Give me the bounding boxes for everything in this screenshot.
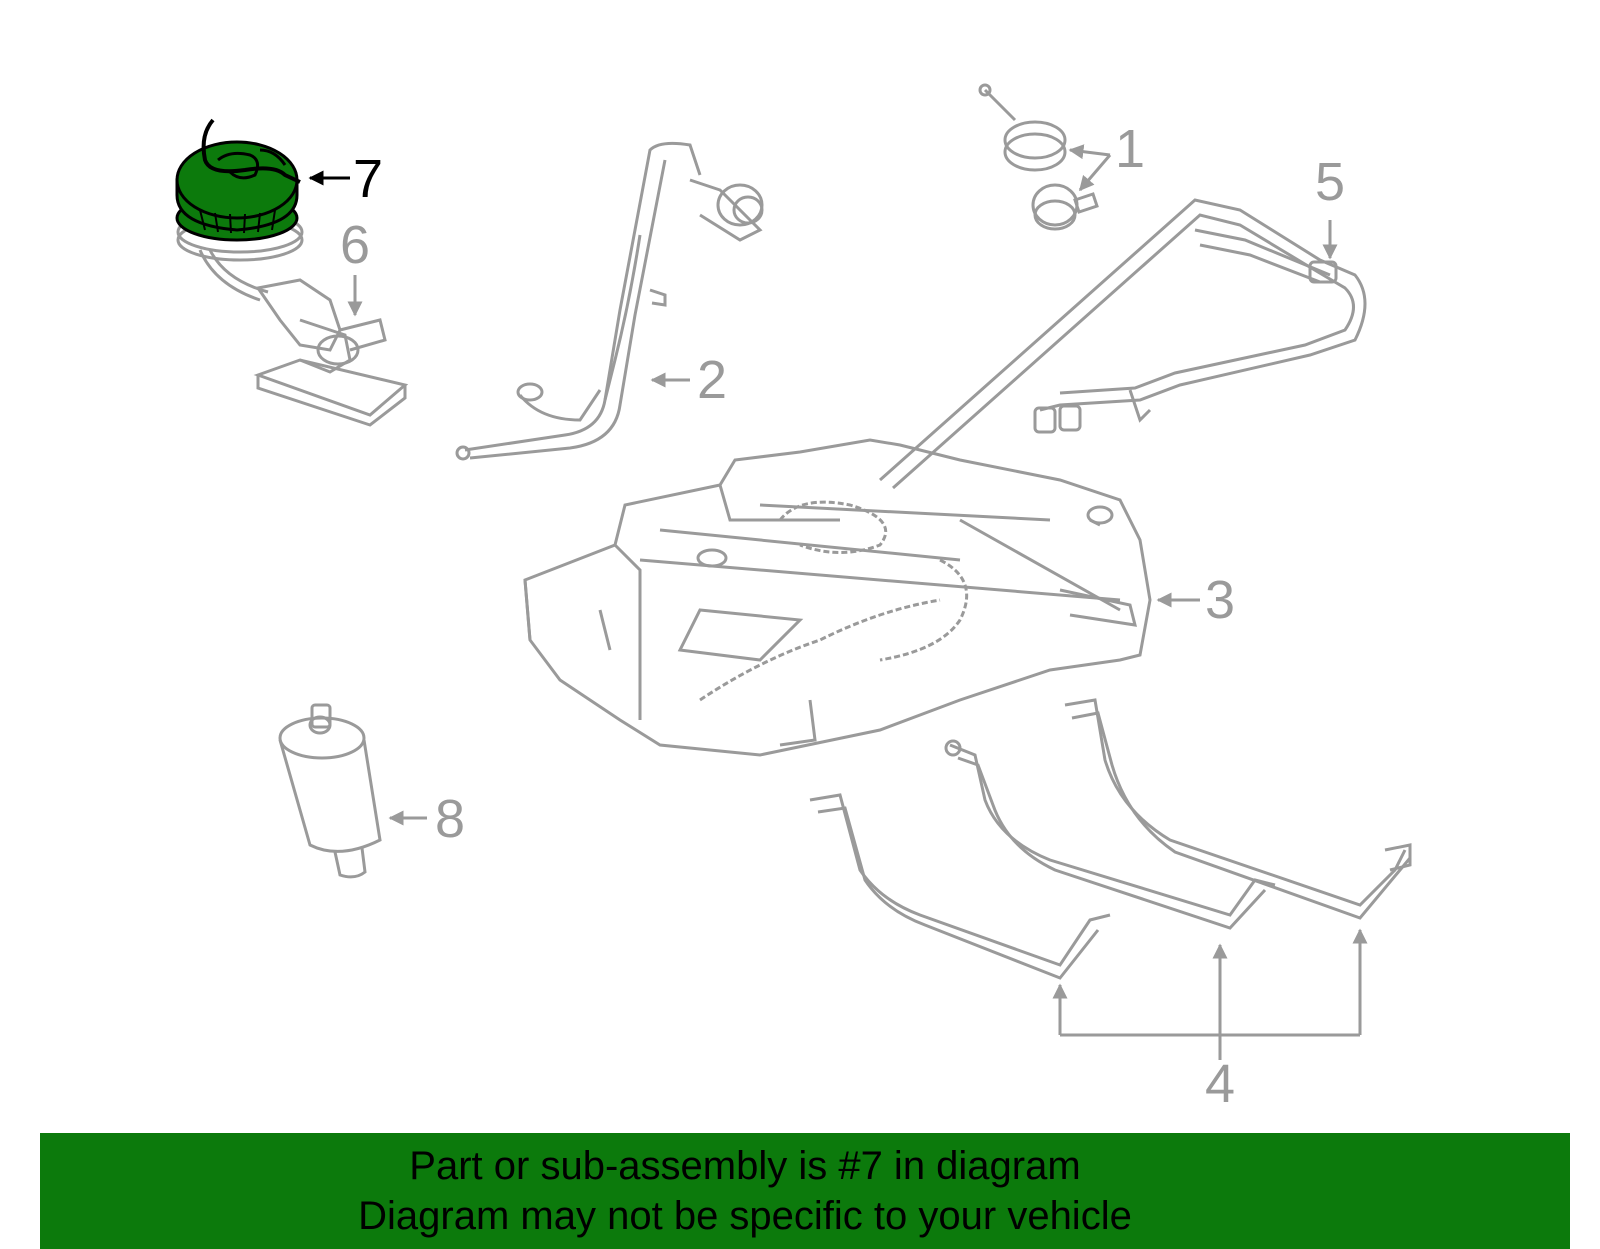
part-3-fuel-tank[interactable]: [523, 438, 1152, 757]
part-6-fuel-pump-module[interactable]: [176, 210, 409, 427]
part-2-filler-neck[interactable]: [455, 141, 764, 461]
callout-4[interactable]: 4: [1205, 1054, 1235, 1114]
callout-1[interactable]: 1: [1115, 119, 1145, 179]
callout-6[interactable]: 6: [340, 215, 370, 275]
callout-3[interactable]: 3: [1205, 570, 1235, 630]
callout-7[interactable]: 7: [353, 149, 383, 209]
part-5-fuel-lines[interactable]: [879, 198, 1367, 490]
banner-line-1: Part or sub-assembly is #7 in diagram: [409, 1144, 1081, 1188]
part-8-fuel-filter[interactable]: [278, 703, 382, 879]
callout-8[interactable]: 8: [435, 789, 465, 849]
banner-line-2: Diagram may not be specific to your vehi…: [358, 1194, 1132, 1238]
callout-5[interactable]: 5: [1315, 152, 1345, 212]
part-7-highlighted[interactable]: [175, 118, 301, 242]
part-4-tank-straps[interactable]: [809, 698, 1412, 980]
info-banner: Part or sub-assembly is #7 in diagram Di…: [40, 1133, 1570, 1249]
leader-lines: [347, 144, 1368, 1060]
part-1-fuel-cap[interactable]: [978, 83, 1099, 231]
callout-2[interactable]: 2: [697, 350, 727, 410]
